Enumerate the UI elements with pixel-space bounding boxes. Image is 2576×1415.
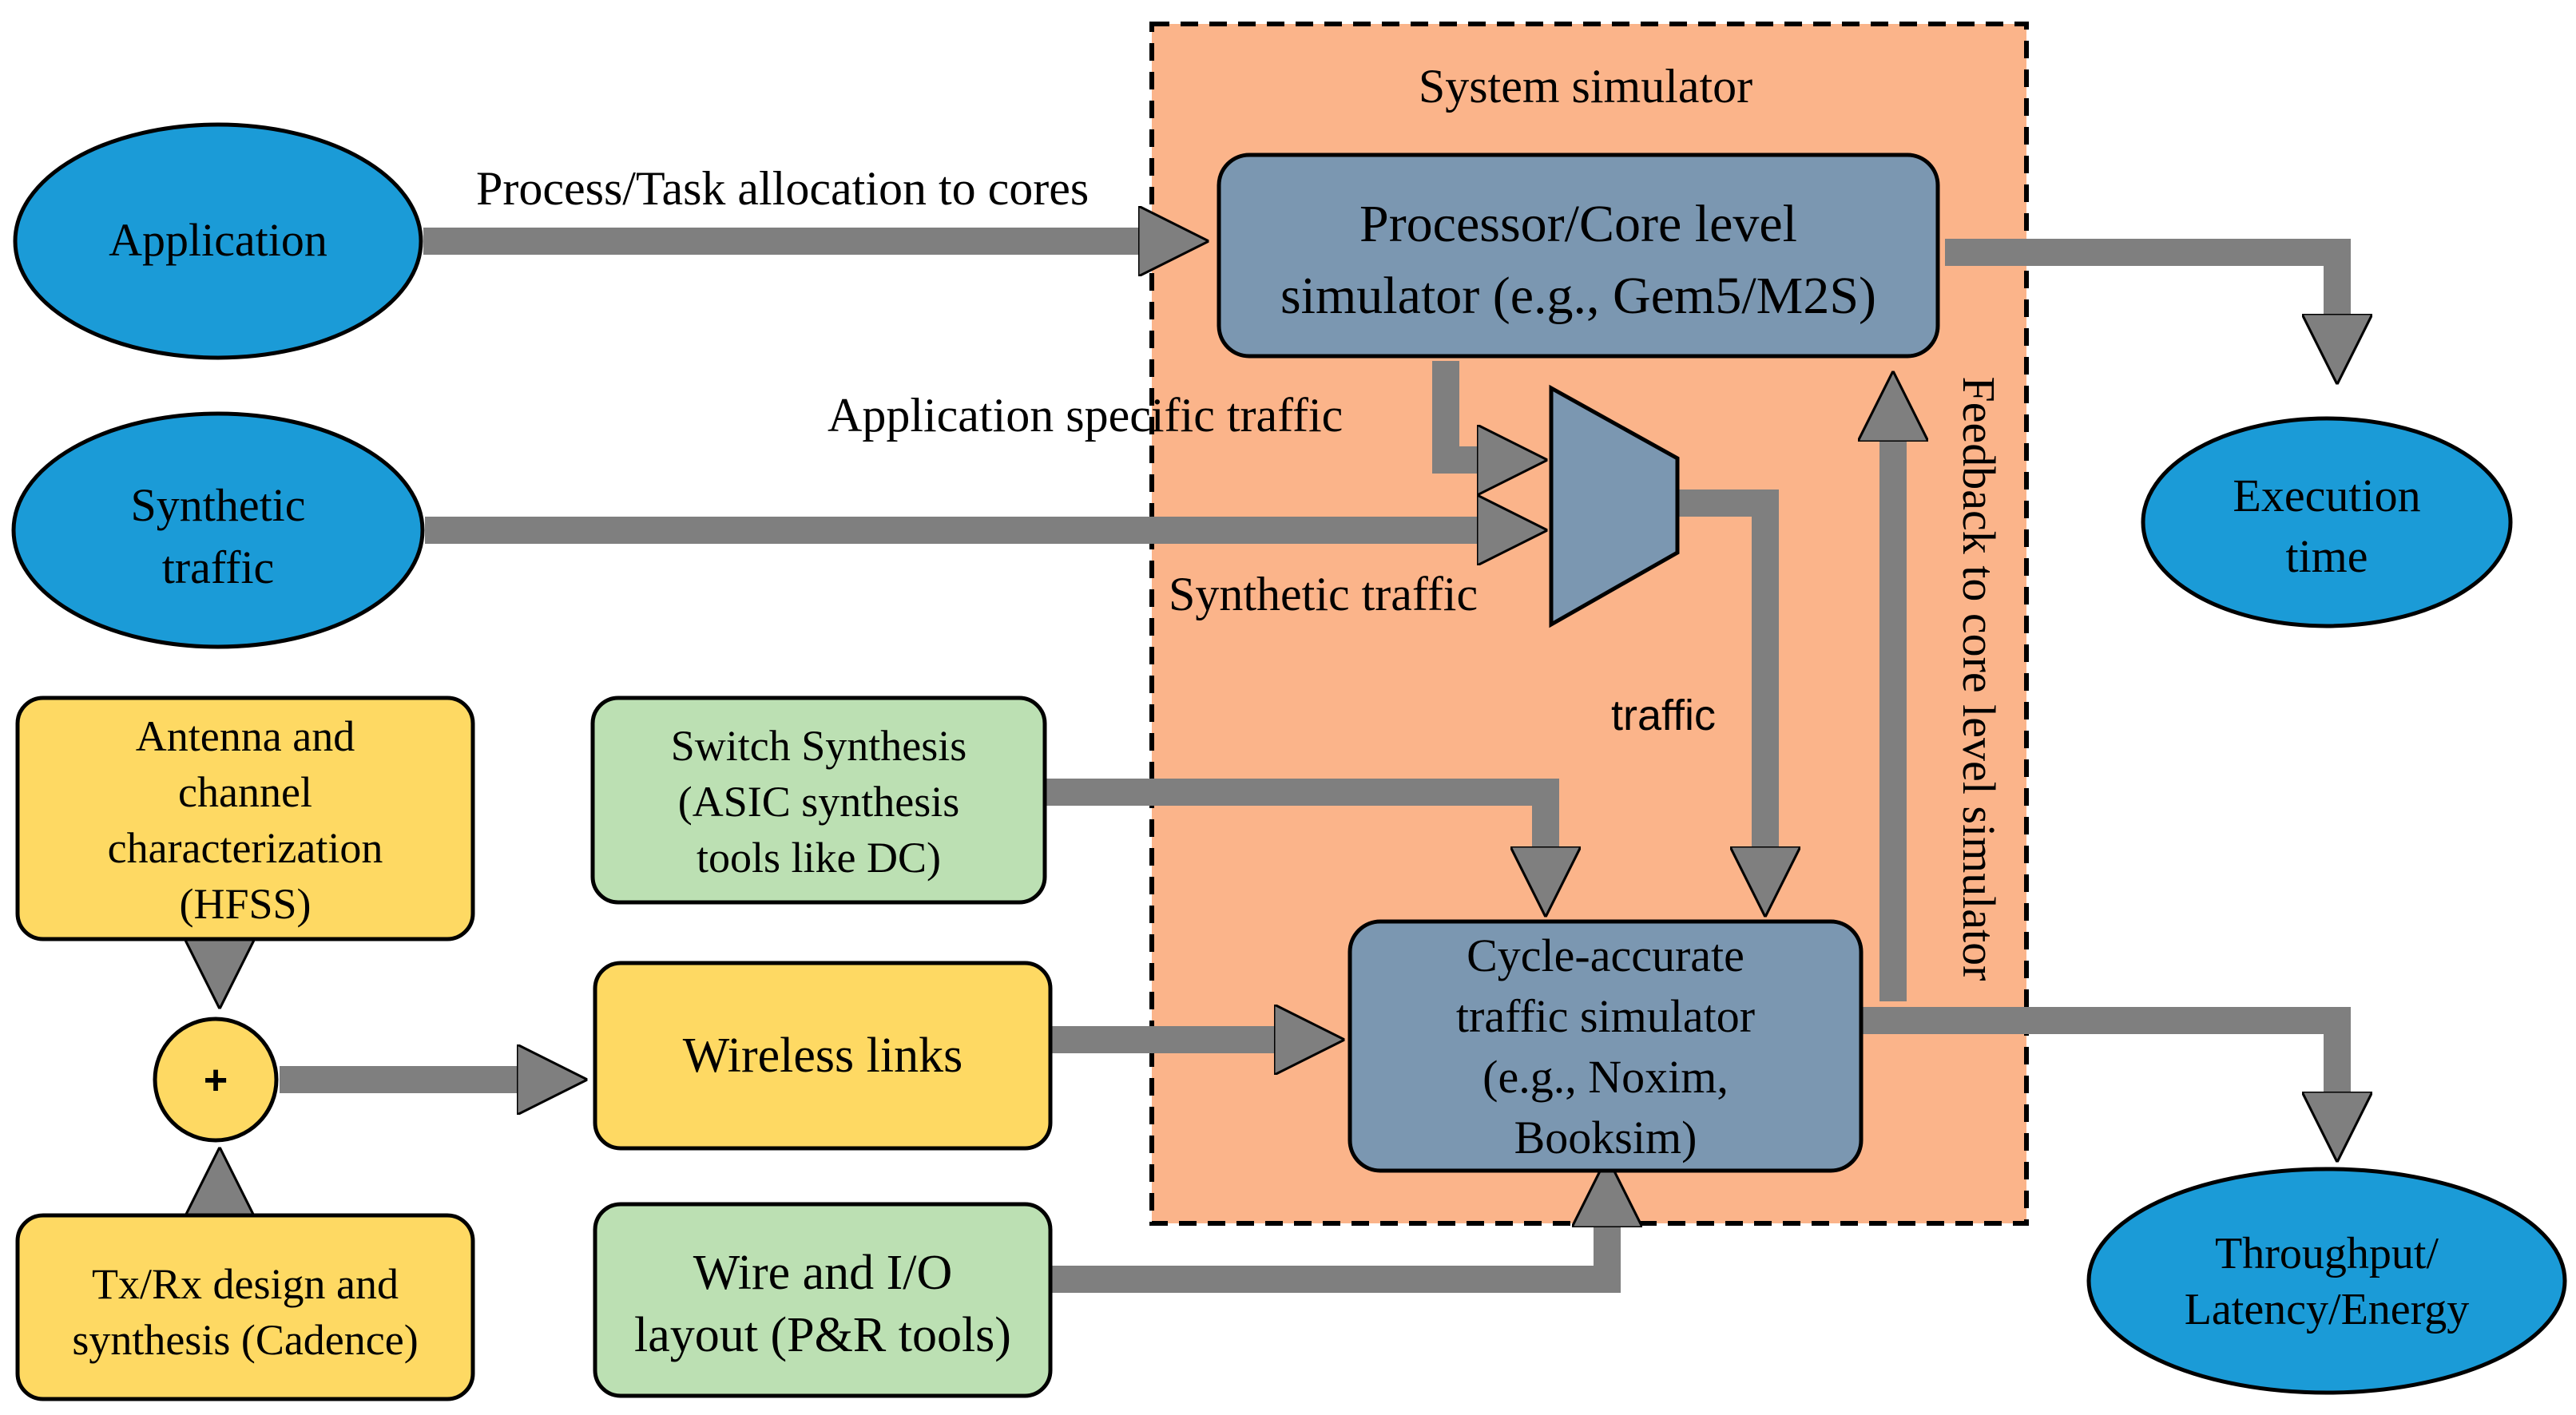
label-synthetic-traffic: Synthetic traffic (1169, 568, 1478, 620)
throughput-label-line1: Throughput/ (2215, 1229, 2439, 1278)
switch-synthesis-line1: Switch Synthesis (671, 722, 967, 770)
arrow-switch-synthesis-to-traffic-sim (1045, 779, 1546, 889)
switch-synthesis-line3: tools like DC) (697, 834, 941, 882)
wireless-links-box: Wireless links (593, 961, 1053, 1151)
traffic-simulator-line2: traffic simulator (1456, 990, 1755, 1042)
arrow-multiplexer-to-traffic-sim (1679, 490, 1765, 889)
multiplexer-icon (1549, 384, 1680, 628)
ellipse-throughput-latency-energy: Throughput/ Latency/Energy (2086, 1167, 2567, 1395)
wire-io-line2: layout (P&R tools) (634, 1308, 1011, 1362)
wire-io-layout-box: Wire and I/O layout (P&R tools) (593, 1202, 1053, 1398)
ellipse-synthetic-traffic: Synthetic traffic (11, 411, 425, 649)
label-application-specific-traffic: Application specific traffic (828, 389, 1343, 442)
traffic-simulator-line3: (e.g., Noxim, (1482, 1051, 1729, 1103)
combiner-node: + (153, 1017, 279, 1143)
arrow-wire-io-to-traffic-sim (1050, 1185, 1607, 1293)
execution-time-label-line2: time (2285, 530, 2368, 582)
application-label: Application (109, 214, 327, 266)
ellipse-execution-time: Execution time (2141, 416, 2513, 628)
txrx-design-box: Tx/Rx design and synthesis (Cadence) (15, 1213, 475, 1401)
label-feedback-to-core-simulator: Feedback to core level simulator (1953, 377, 2005, 981)
traffic-simulator-box: Cycle-accurate traffic simulator (e.g., … (1348, 919, 1864, 1173)
traffic-simulator-line4: Booksim) (1514, 1112, 1697, 1163)
antenna-line3: characterization (108, 824, 383, 872)
label-traffic: traffic (1611, 692, 1716, 739)
arrow-core-sim-to-execution-time (1945, 239, 2337, 356)
switch-synthesis-box: Switch Synthesis (ASIC synthesis tools l… (590, 696, 1047, 905)
core-simulator-line1: Processor/Core level (1359, 195, 1797, 253)
arrow-traffic-sim-to-throughput (1861, 1007, 2337, 1134)
arrow-core-sim-to-multiplexer (1432, 361, 1519, 460)
core-level-simulator-box: Processor/Core level simulator (e.g., Ge… (1217, 153, 1940, 359)
label-process-allocation: Process/Task allocation to cores (476, 162, 1089, 215)
txrx-line1: Tx/Rx design and (92, 1260, 399, 1308)
ellipse-application: Application (13, 122, 423, 360)
system-simulator-title: System simulator (1419, 60, 1752, 113)
synthetic-traffic-label-line2: traffic (162, 541, 275, 593)
antenna-line4: (HFSS) (179, 880, 311, 928)
synthetic-traffic-label-line1: Synthetic (130, 479, 305, 531)
throughput-label-line2: Latency/Energy (2185, 1285, 2470, 1334)
antenna-channel-box: Antenna and channel characterization (HF… (15, 696, 475, 941)
wireless-links-label: Wireless links (683, 1029, 963, 1083)
core-simulator-line2: simulator (e.g., Gem5/M2S) (1280, 267, 1876, 325)
wire-io-line1: Wire and I/O (693, 1246, 953, 1300)
antenna-line1: Antenna and (136, 712, 355, 760)
execution-time-label-line1: Execution (2233, 470, 2420, 521)
antenna-line2: channel (178, 768, 312, 816)
txrx-line2: synthesis (Cadence) (72, 1316, 418, 1364)
connectors (220, 239, 2337, 1293)
traffic-simulator-line1: Cycle-accurate (1467, 929, 1744, 981)
switch-synthesis-line2: (ASIC synthesis (678, 778, 960, 826)
combiner-plus-icon: + (204, 1057, 228, 1104)
